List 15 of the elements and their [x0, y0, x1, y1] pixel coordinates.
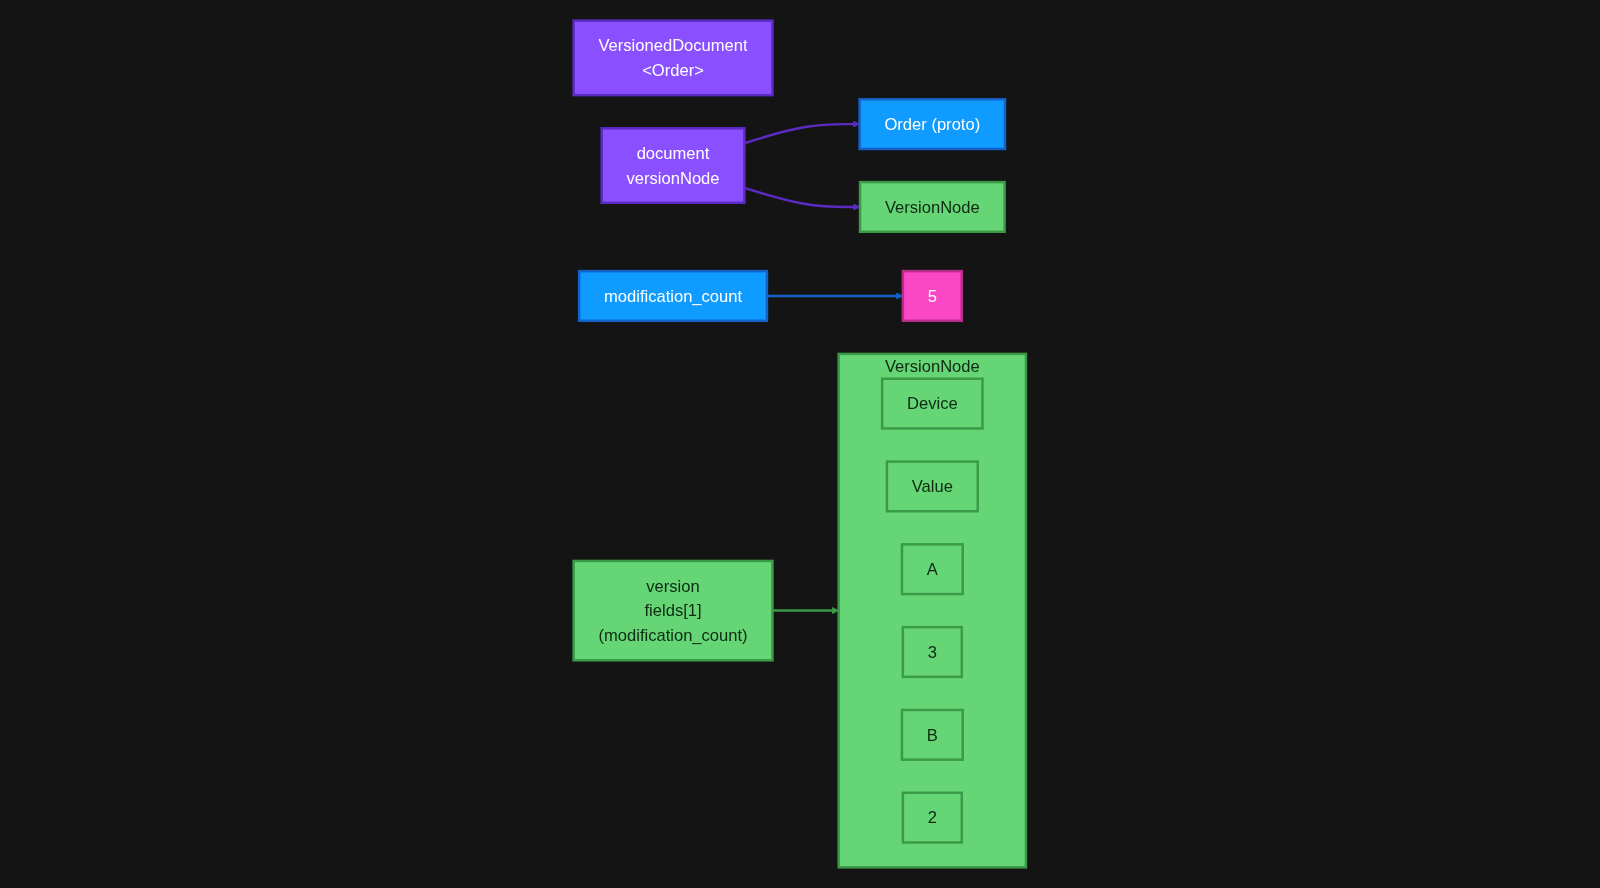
- node-box: document versionNode: [600, 127, 746, 205]
- node-box: 5: [901, 269, 964, 323]
- node-box: VersionedDocument <Order>: [572, 19, 774, 97]
- node-box: Value: [885, 460, 980, 513]
- node-box: Order (proto): [858, 98, 1007, 151]
- node-box: Device: [881, 377, 984, 430]
- arrow: [767, 292, 904, 300]
- arrow: [744, 186, 861, 211]
- node-box: VersionNode: [859, 180, 1007, 234]
- node-box: B: [900, 708, 965, 761]
- node-box: modification_count: [578, 269, 769, 323]
- node-box: 2: [901, 791, 964, 844]
- node-box: A: [900, 543, 965, 596]
- node-box: version fields[1] (modification_count): [572, 559, 774, 662]
- node-box: 3: [901, 625, 964, 679]
